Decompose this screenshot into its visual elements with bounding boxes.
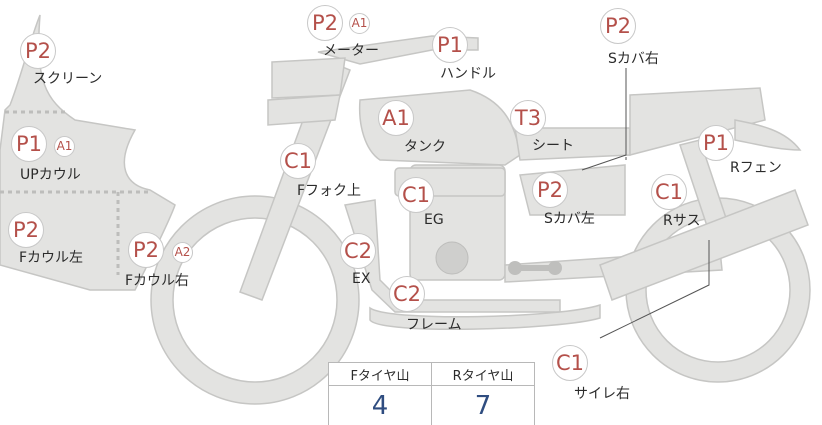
rear-fender (734, 119, 802, 151)
muffler-right-rank-badge: C1 (552, 345, 588, 381)
front-cowl (0, 14, 176, 291)
meter-rank-badge: P2 (307, 5, 343, 41)
meter-label: メーター (323, 43, 379, 59)
seat-label: シート (532, 138, 574, 154)
engine-rank-badge: C1 (398, 177, 434, 213)
s-cover-right-rank-badge: P2 (600, 8, 636, 44)
muffler-right-label: サイレ右 (574, 386, 630, 402)
rear-tire-value: 7 (431, 385, 535, 425)
screen-label: スクリーン (33, 71, 103, 87)
front-fork-label: Fフォク上 (297, 183, 362, 199)
front-fork-rank-badge: C1 (280, 143, 316, 179)
front-wheel-inner (172, 217, 338, 383)
upper-cowl-rank-badge: P1 (11, 126, 47, 162)
tire-tread-table: Fタイヤ山 Rタイヤ山 4 7 (328, 362, 535, 425)
r-fender-rank-badge: P1 (698, 125, 734, 161)
exhaust-label: EX (352, 271, 371, 287)
front-tire-value: 4 (328, 385, 432, 425)
tank-rank-badge: A1 (378, 100, 414, 136)
rear-tire-header: Rタイヤ山 (431, 362, 535, 386)
s-cover-left-rank-badge: P2 (532, 172, 568, 208)
muffler (599, 189, 809, 301)
s-cover-right-label: Sカバ右 (608, 51, 659, 67)
r-suspension-label: Rサス (663, 213, 701, 229)
r-fender-label: Rフェン (730, 160, 782, 176)
front-tire-header: Fタイヤ山 (328, 362, 432, 386)
frame-rank-badge: C2 (389, 276, 425, 312)
exhaust-rank-badge: C2 (340, 233, 376, 269)
engine-label: EG (424, 212, 444, 228)
tire-table-value-row: 4 7 (328, 385, 535, 425)
r-suspension-rank-badge: C1 (651, 174, 687, 210)
tire-table-header-row: Fタイヤ山 Rタイヤ山 (328, 362, 535, 386)
frame-label: フレーム (406, 317, 462, 333)
frame-lower (369, 303, 601, 331)
meter-sub-badge: A1 (349, 13, 370, 34)
tank-label: タンク (404, 139, 446, 155)
meter-body (271, 57, 346, 99)
upper-cowl-sub-badge: A1 (54, 136, 75, 157)
handle-label: ハンドル (440, 66, 496, 82)
cowl-right-label: Fカウル右 (125, 273, 190, 289)
upper-cowl-label: UPカウル (20, 167, 81, 183)
tail-cowl (629, 87, 766, 156)
cowl-right-rank-badge: P2 (128, 232, 164, 268)
headlight-stay (267, 94, 341, 126)
seat-rank-badge: T3 (510, 100, 546, 136)
cowl-right-sub-badge: A2 (172, 242, 193, 263)
s-cover-left-label: Sカバ左 (544, 211, 595, 227)
frame (344, 199, 561, 313)
handle-rank-badge: P1 (432, 27, 468, 63)
cowl-left-rank-badge: P2 (8, 212, 44, 248)
cowl-left-label: Fカウル左 (19, 250, 84, 266)
screen-rank-badge: P2 (20, 33, 56, 69)
